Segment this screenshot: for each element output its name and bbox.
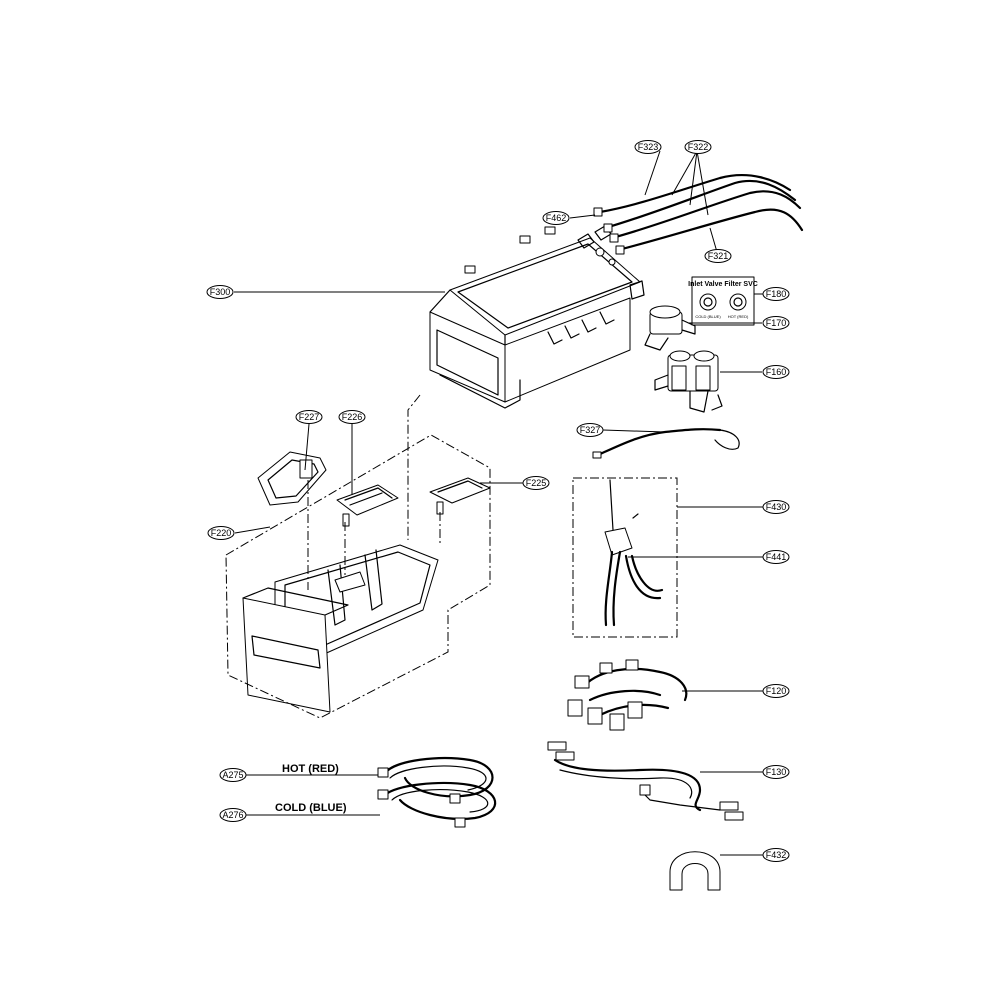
callout-oval [762, 365, 790, 379]
callout-label: A275 [222, 770, 243, 780]
callout-label: F170 [766, 318, 787, 328]
callout-label: F120 [766, 686, 787, 696]
callout-oval [704, 249, 732, 263]
single-inlet-valve [644, 305, 696, 351]
callout-f432: F432 [762, 848, 790, 862]
callout-oval [295, 410, 323, 424]
callout-f323: F323 [634, 140, 662, 154]
callout-f130: F130 [762, 765, 790, 779]
callout-oval [762, 500, 790, 514]
drawer-group-outline [225, 434, 491, 719]
callout-oval [762, 550, 790, 564]
double-inlet-valve [654, 350, 723, 413]
callout-oval [762, 684, 790, 698]
callout-f227: F227 [295, 410, 323, 424]
callout-label: F430 [766, 502, 787, 512]
callout-oval [219, 768, 247, 782]
filter-box-right-caption: HOT (RED) [728, 314, 749, 319]
callout-label: F160 [766, 367, 787, 377]
callout-f462: F462 [542, 211, 570, 225]
callout-f120: F120 [762, 684, 790, 698]
callout-label: F130 [766, 767, 787, 777]
callout-label: F323 [638, 142, 659, 152]
cold-hose-label: COLD (BLUE) [275, 802, 347, 814]
callout-oval [634, 140, 662, 154]
callout-oval [219, 808, 247, 822]
callout-f170: F170 [762, 316, 790, 330]
drain-hose-group [572, 477, 678, 638]
leader-lines [234, 150, 763, 856]
hose-clip-f432 [669, 851, 721, 891]
callout-label: F432 [766, 850, 787, 860]
softener-cap-f226 [336, 484, 399, 527]
callout-f160: F160 [762, 365, 790, 379]
callout-label: F300 [210, 287, 231, 297]
callout-a275: A275 [219, 768, 247, 782]
callout-f300: F300 [206, 285, 234, 299]
siphon-cap-f227 [257, 451, 327, 506]
callout-label: F180 [766, 289, 787, 299]
filter-box-left-caption: COLD (BLUE) [695, 314, 721, 319]
callout-f225: F225 [522, 476, 550, 490]
callout-label: F322 [688, 142, 709, 152]
callout-oval [762, 316, 790, 330]
callout-label: F220 [211, 528, 232, 538]
callout-oval [522, 476, 550, 490]
callout-label: F462 [546, 213, 567, 223]
callout-oval [576, 423, 604, 437]
callout-oval [338, 410, 366, 424]
inlet-hoses [593, 174, 804, 255]
filter-box: Inlet Valve Filter SVC COLD (BLUE) HOT (… [688, 276, 758, 326]
callout-oval [542, 211, 570, 225]
hot-hose-label: HOT (RED) [282, 763, 339, 775]
callout-label: F321 [708, 251, 729, 261]
callout-label: F225 [526, 478, 547, 488]
wire-harness-f130 [547, 741, 744, 821]
wire-harness-f120 [567, 659, 688, 731]
callout-f430: F430 [762, 500, 790, 514]
callout-label: F441 [766, 552, 787, 562]
callout-f441: F441 [762, 550, 790, 564]
callout-label: F226 [342, 412, 363, 422]
callout-oval [684, 140, 712, 154]
wire-assembly-f327 [592, 428, 740, 459]
callout-oval [762, 765, 790, 779]
callout-oval [762, 287, 790, 301]
callout-label: F227 [299, 412, 320, 422]
callout-oval [762, 848, 790, 862]
dispenser-housing [429, 225, 645, 409]
callout-label: A276 [222, 810, 243, 820]
callout-f322: F322 [684, 140, 712, 154]
filter-box-title: Inlet Valve Filter SVC [688, 281, 758, 288]
callout-oval [207, 526, 235, 540]
callout-f220: F220 [207, 526, 235, 540]
water-supply-hoses: HOT (RED) COLD (BLUE) [275, 757, 497, 828]
callout-label: F327 [580, 425, 601, 435]
callout-a276: A276 [219, 808, 247, 822]
callout-f226: F226 [338, 410, 366, 424]
callout-f321: F321 [704, 249, 732, 263]
callout-f180: F180 [762, 287, 790, 301]
dispenser-drawer [242, 544, 439, 713]
callout-oval [206, 285, 234, 299]
callout-f327: F327 [576, 423, 604, 437]
